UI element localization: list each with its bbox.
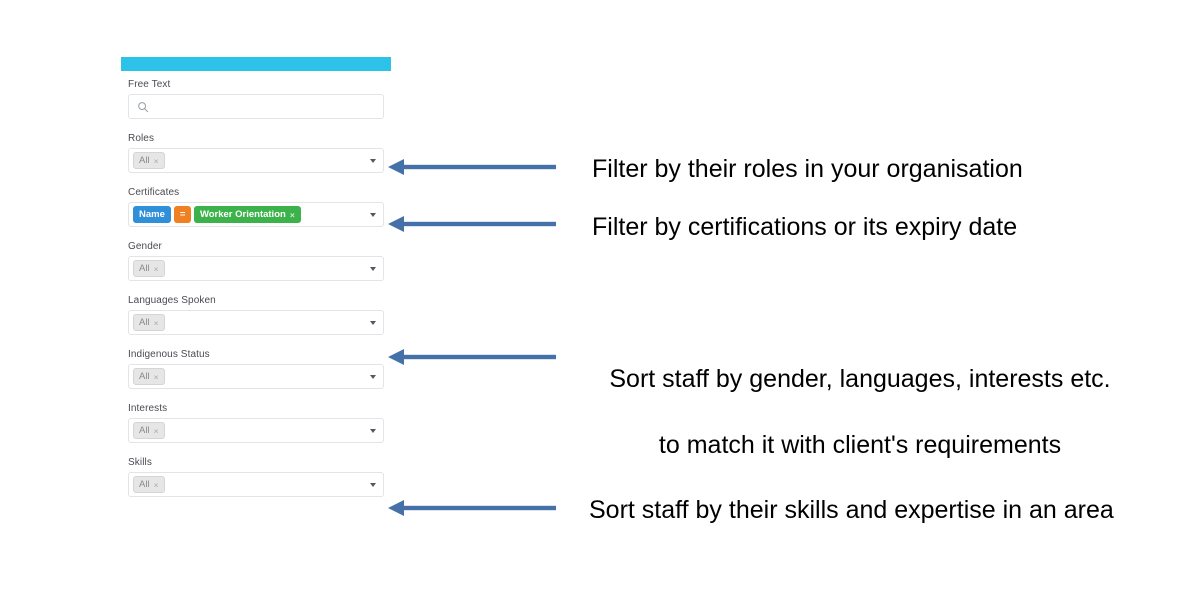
roles-select[interactable]: All × [128,148,384,173]
label-certificates: Certificates [128,187,180,198]
chip-remove-icon[interactable]: × [153,425,159,436]
annotation-certificates: Filter by certifications or its expiry d… [592,213,1018,241]
annotation-roles: Filter by their roles in your organisati… [592,155,1023,183]
chip-label: All [139,316,150,328]
label-skills: Skills [128,457,152,468]
field-group-free-text: Free Text [128,78,384,119]
label-languages-spoken: Languages Spoken [128,295,216,306]
search-icon [137,101,149,113]
annotation-skills: Sort staff by their skills and expertise… [589,496,1114,524]
label-gender: Gender [128,241,162,252]
chevron-down-icon[interactable] [370,266,376,271]
annotation-attributes-line2: to match it with client's requirements [658,431,1062,459]
field-group-gender: Gender All × [128,240,384,281]
chip-all-roles[interactable]: All × [133,152,165,169]
chevron-down-icon[interactable] [370,158,376,163]
chip-all-gender[interactable]: All × [133,260,165,277]
chevron-down-icon[interactable] [370,320,376,325]
chip-label: All [139,154,150,166]
chip-all-skills[interactable]: All × [133,476,165,493]
callout-arrow-certificates [388,215,556,233]
chip-label: All [139,370,150,382]
staff-filter-panel: Free Text Roles All × [121,57,391,509]
field-group-skills: Skills All × [128,456,384,497]
languages-spoken-select[interactable]: All × [128,310,384,335]
chip-label: All [139,424,150,436]
label-interests: Interests [128,403,168,414]
chip-remove-icon[interactable]: × [153,155,159,166]
callout-arrow-skills [388,499,556,517]
chevron-down-icon[interactable] [370,482,376,487]
search-input[interactable] [128,94,384,119]
label-indigenous-status: Indigenous Status [128,349,210,360]
chip-remove-icon[interactable]: × [153,371,159,382]
panel-body: Free Text Roles All × [121,71,391,509]
indigenous-status-select[interactable]: All × [128,364,384,389]
chip-all-indigenous-status[interactable]: All × [133,368,165,385]
chip-label: All [139,478,150,490]
chevron-down-icon[interactable] [370,374,376,379]
chevron-down-icon[interactable] [370,428,376,433]
chip-remove-icon[interactable]: × [153,479,159,490]
chip-all-interests[interactable]: All × [133,422,165,439]
annotation-attributes-line1: Sort staff by gender, languages, interes… [609,365,1111,393]
chip-certificate-value[interactable]: Worker Orientation × [193,206,301,223]
field-group-languages-spoken: Languages Spoken All × [128,294,384,335]
chip-all-languages-spoken[interactable]: All × [133,314,165,331]
skills-select[interactable]: All × [128,472,384,497]
chip-certificate-operator[interactable]: = [173,206,191,223]
callout-arrow-attributes [388,348,556,366]
interests-select[interactable]: All × [128,418,384,443]
label-roles: Roles [128,133,155,144]
callout-arrow-roles [388,158,556,176]
chip-certificate-field[interactable]: Name [133,206,171,223]
field-group-indigenous-status: Indigenous Status All × [128,348,384,389]
chip-remove-icon[interactable]: × [153,263,159,274]
certificates-select[interactable]: Name = Worker Orientation × [128,202,384,227]
panel-header-accent-bar [121,57,391,71]
chip-label: All [139,262,150,274]
chip-remove-icon[interactable]: × [289,209,295,220]
certificates-chip-row: Name = Worker Orientation × [133,206,301,223]
chip-remove-icon[interactable]: × [153,317,159,328]
chevron-down-icon[interactable] [370,212,376,217]
field-group-roles: Roles All × [128,132,384,173]
field-group-interests: Interests All × [128,402,384,443]
chip-label: Worker Orientation [199,208,286,220]
annotation-attributes: Sort staff by gender, languages, interes… [590,330,1130,495]
gender-select[interactable]: All × [128,256,384,281]
field-group-certificates: Certificates Name = Worker Orientation × [128,186,384,227]
label-free-text: Free Text [128,79,171,90]
